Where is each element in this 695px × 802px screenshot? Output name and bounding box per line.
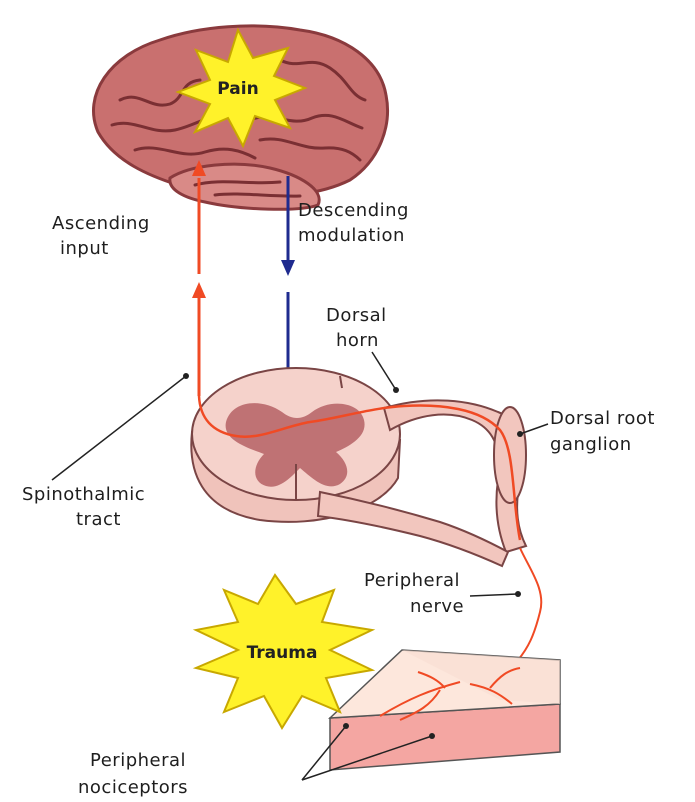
descending-arrow-head-upper [281,260,295,276]
spinothalamic-tract-label: Spinothalmic tract [22,484,151,530]
dorsal-root-ganglion-label: Dorsal root ganglion [550,408,661,455]
ascending-arrow-head-mid [192,282,206,298]
peripheral-nerve-label: Peripheral nerve [364,570,466,617]
spinothalamic-leader [52,376,186,480]
pain-label: Pain [217,79,258,99]
dorsal-root-ganglion-dot [517,431,523,437]
peripheral-nerve-dot [515,591,521,597]
peripheral-nerve-leader [470,594,518,596]
nociceptor-dot-1 [343,723,349,729]
nociceptor-dot-2 [429,733,435,739]
descending-modulation-label: Descending modulation [298,200,415,246]
spinothalamic-dot [183,373,189,379]
dorsal-horn-leader [372,352,396,390]
spinal-cord [191,368,526,566]
peripheral-nociceptors-label: Peripheral nociceptors [78,750,192,798]
trauma-label: Trauma [247,643,318,663]
dorsal-horn-dot [393,387,399,393]
dorsal-horn-label: Dorsal horn [326,305,393,351]
ascending-input-label: Ascending input [52,213,156,259]
